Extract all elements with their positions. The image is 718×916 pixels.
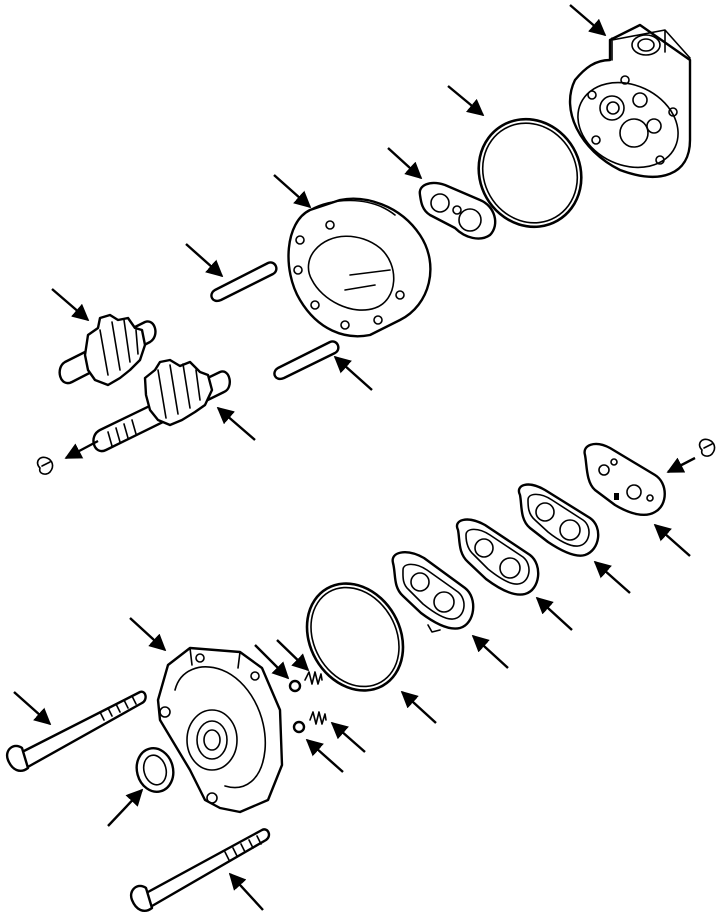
- shaft-seal: [135, 747, 175, 793]
- leader-arrow: [129, 617, 167, 652]
- leader-arrow: [653, 523, 691, 557]
- gear-housing: [287, 197, 432, 338]
- reference-symbol-left: [36, 456, 54, 475]
- seal-plate-3: [391, 551, 475, 633]
- leader-arrow: [666, 456, 696, 474]
- backup-plate: [583, 442, 666, 516]
- spring-lower: [309, 711, 327, 725]
- bolt-lower: [129, 828, 271, 912]
- leader-arrow: [276, 639, 310, 672]
- leader-arrow: [107, 788, 144, 827]
- o-ring-upper: [477, 117, 583, 229]
- leader-arrows: [13, 4, 696, 911]
- leader-arrow: [569, 4, 607, 37]
- leader-arrow: [13, 691, 52, 726]
- idler-gear: [58, 313, 157, 387]
- seal-plate-2: [455, 518, 540, 596]
- check-ball-lower: [292, 720, 306, 734]
- leader-arrow: [400, 690, 437, 724]
- leader-arrow: [185, 243, 224, 278]
- mounting-flange-body: [156, 646, 284, 814]
- leader-arrow: [64, 439, 99, 460]
- leader-arrow: [447, 85, 485, 117]
- leader-arrow: [305, 738, 344, 773]
- leader-arrow: [51, 288, 90, 322]
- dowel-pin-upper: [210, 261, 278, 303]
- reference-symbol-right: [698, 438, 716, 457]
- leader-arrow: [387, 147, 423, 180]
- o-ring-upper-inner: [481, 122, 579, 224]
- leader-arrow: [330, 721, 366, 753]
- leader-arrow: [535, 596, 573, 631]
- drive-gear: [92, 358, 231, 453]
- check-ball-upper: [288, 679, 302, 693]
- leader-arrow: [254, 644, 290, 680]
- seal-plate-1: [517, 483, 600, 557]
- leader-arrow: [216, 406, 256, 441]
- leader-arrow: [333, 355, 373, 391]
- pump-cover: [568, 23, 692, 178]
- spring-upper: [304, 671, 323, 685]
- bolt-upper: [5, 690, 147, 772]
- leader-arrow: [471, 634, 509, 669]
- o-ring-lower-inner: [310, 586, 400, 688]
- o-ring-lower: [305, 582, 405, 692]
- leader-arrow: [593, 560, 631, 594]
- wear-plate-upper: [418, 181, 497, 240]
- leader-arrow: [228, 872, 264, 911]
- leader-arrow: [273, 174, 312, 209]
- dowel-pin-lower: [273, 340, 340, 381]
